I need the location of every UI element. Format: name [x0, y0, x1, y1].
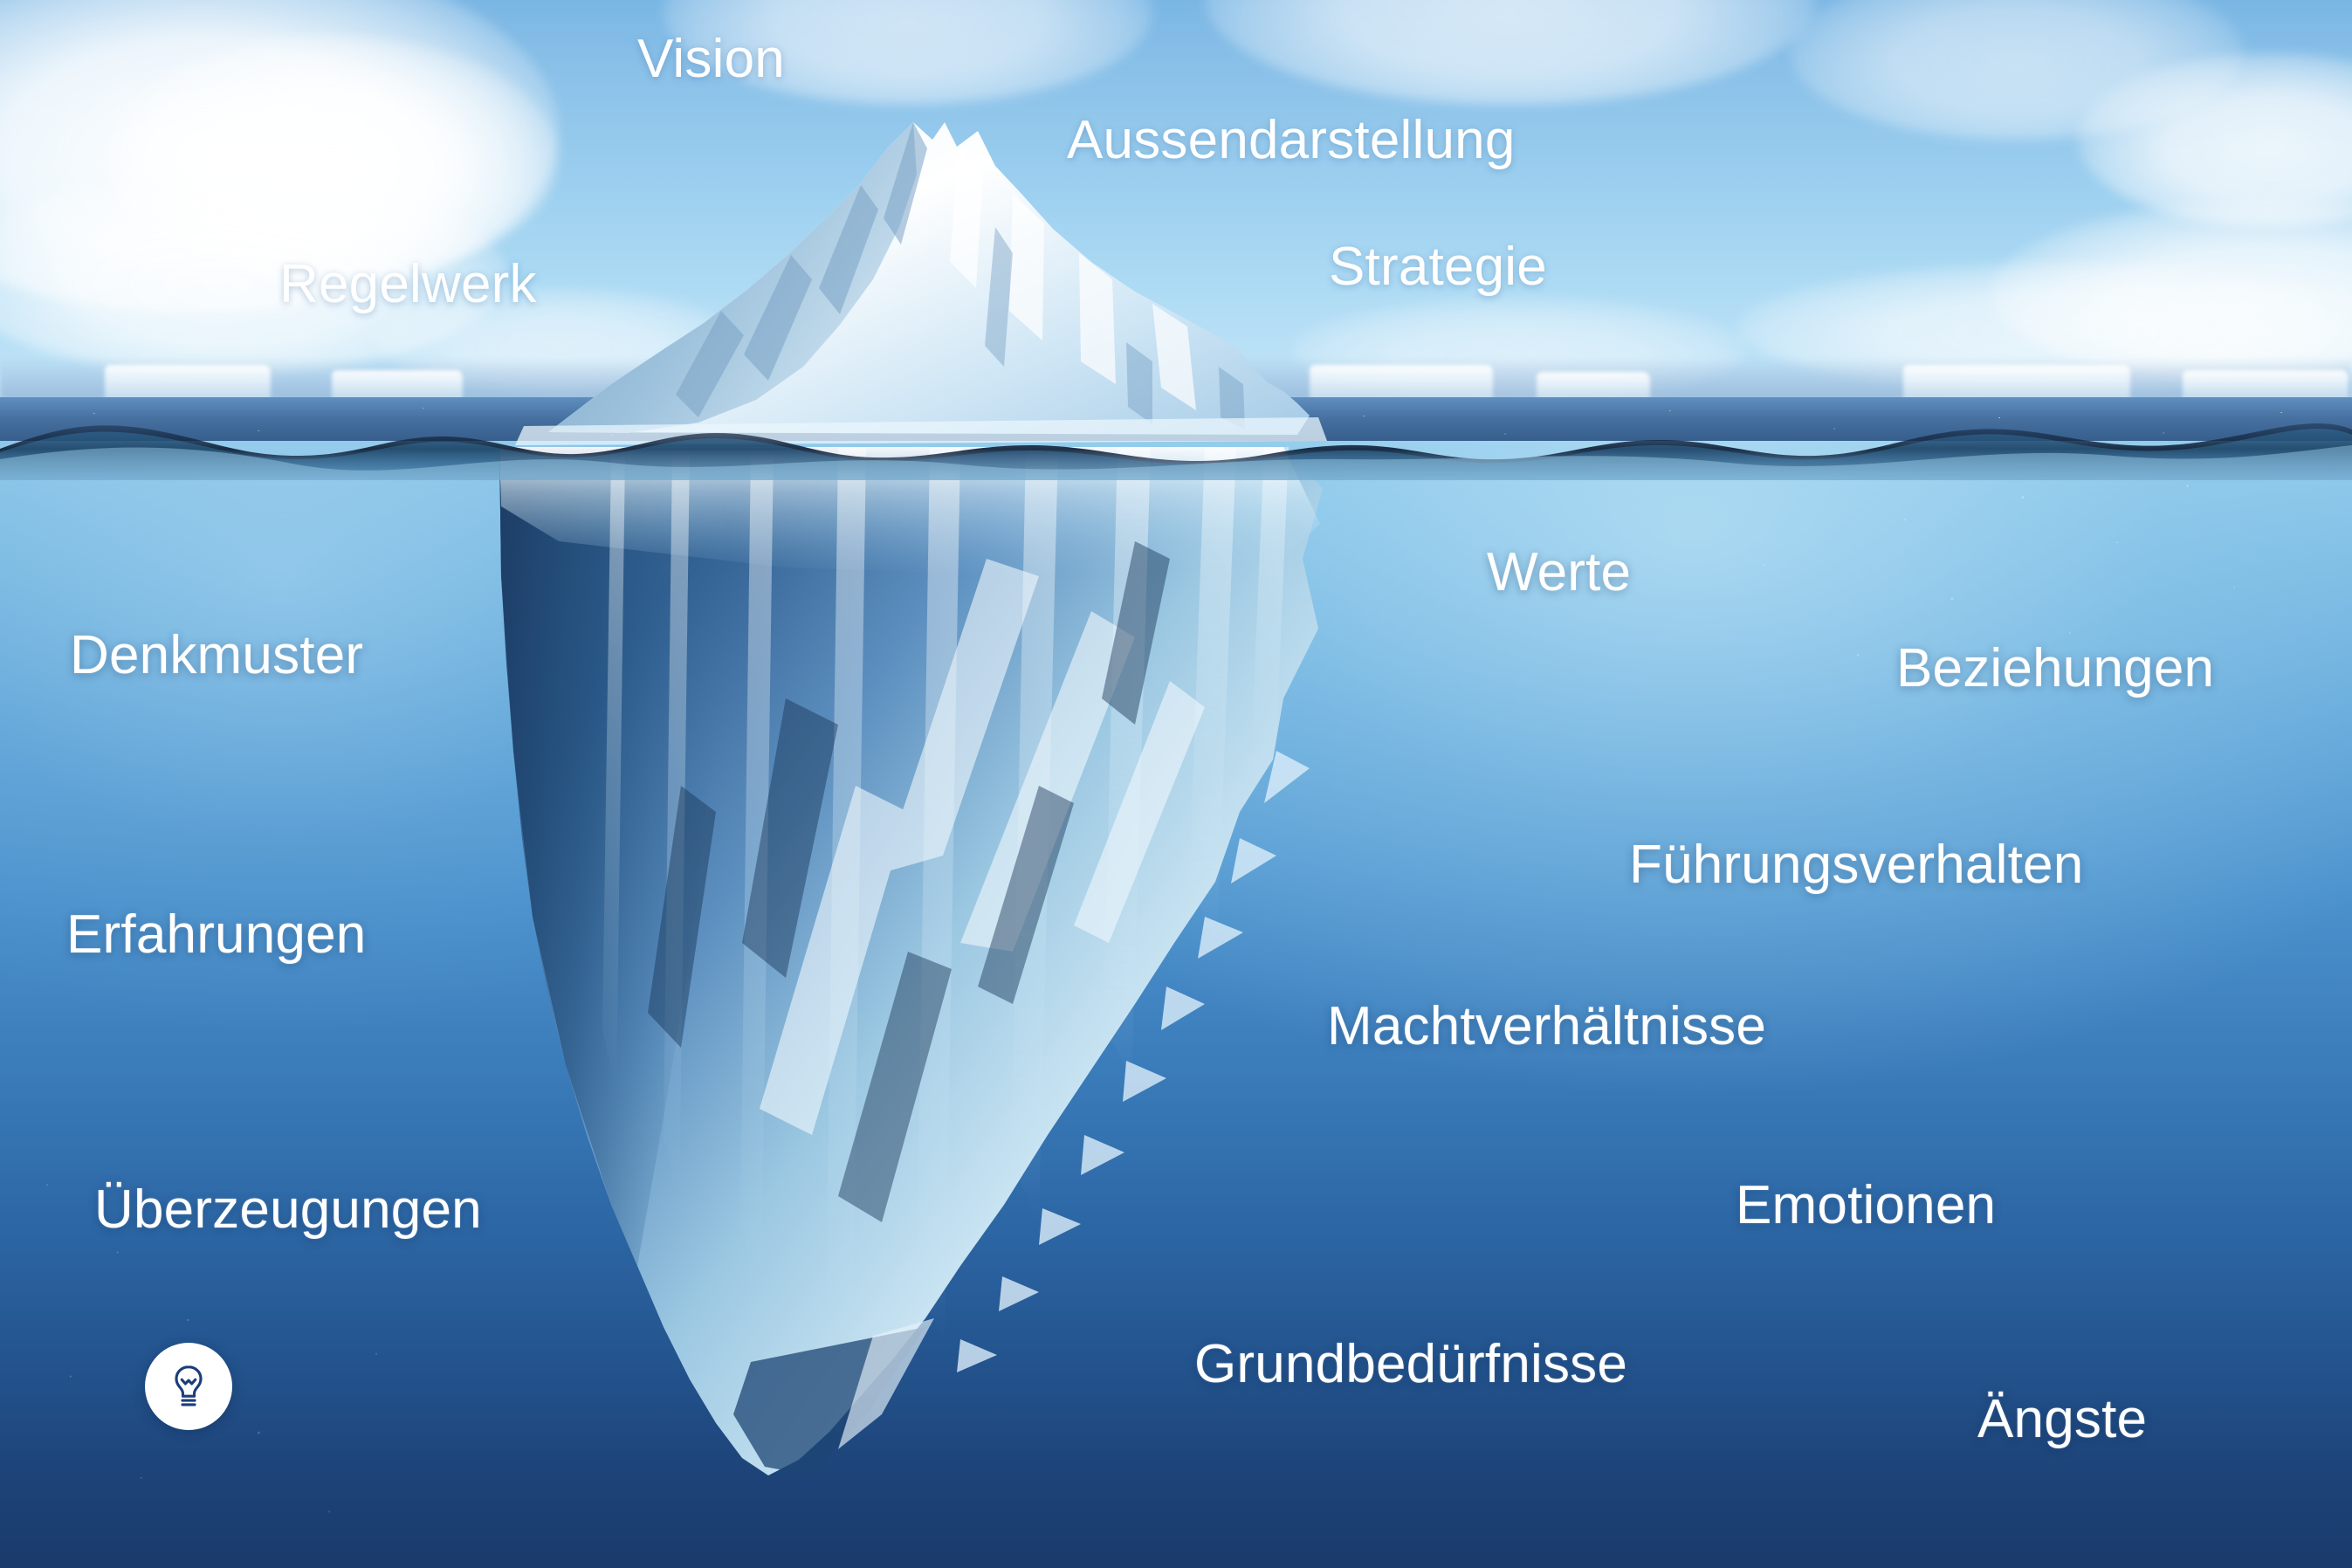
- label-beziehungen: Beziehungen: [1896, 638, 2215, 698]
- label-denkmuster: Denkmuster: [70, 625, 364, 685]
- label-fuehrungsverhalten: Führungsverhalten: [1629, 835, 2084, 895]
- iceberg-submerged: [499, 447, 1323, 1475]
- label-aengste: Ängste: [1977, 1389, 2148, 1449]
- lightbulb-logo[interactable]: [145, 1343, 232, 1430]
- label-strategie: Strategie: [1329, 237, 1547, 297]
- lightbulb-icon: [175, 1365, 203, 1406]
- waterline: [0, 410, 2352, 480]
- label-machtverhaeltnisse: Machtverhältnisse: [1327, 996, 1767, 1056]
- label-regelwerk: Regelwerk: [279, 254, 537, 314]
- label-werte: Werte: [1487, 542, 1632, 602]
- label-emotionen: Emotionen: [1736, 1175, 1997, 1235]
- label-aussendarstellung: Aussendarstellung: [1067, 110, 1516, 170]
- label-vision: Vision: [637, 29, 785, 89]
- label-ueberzeugungen: Überzeugungen: [94, 1179, 482, 1240]
- sky-background: [0, 0, 2352, 441]
- label-erfahrungen: Erfahrungen: [66, 904, 367, 965]
- iceberg-tip: [515, 122, 1327, 445]
- label-grundbeduerfnisse: Grundbedürfnisse: [1194, 1334, 1628, 1394]
